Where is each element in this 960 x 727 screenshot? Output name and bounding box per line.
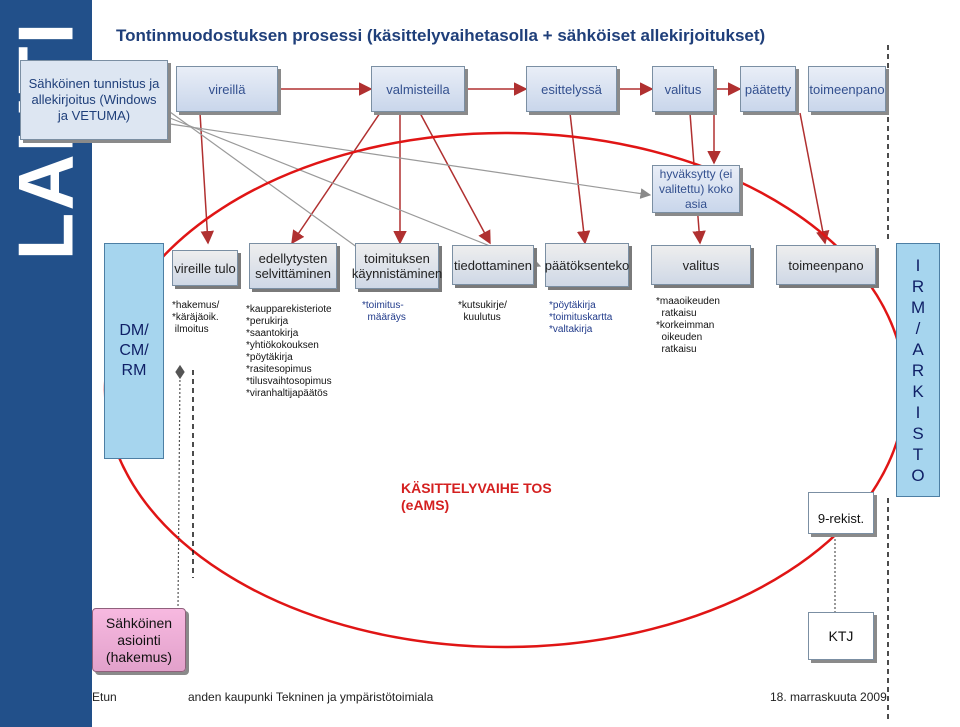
top-stage-valmisteilla: valmisteilla bbox=[371, 66, 465, 112]
asiointi-link bbox=[175, 364, 185, 609]
phase-label: KÄSITTELYVAIHE TOS (eAMS) bbox=[401, 480, 552, 513]
top-chain-arrows bbox=[278, 82, 742, 165]
page-title: Tontinmuodostuksen prosessi (käsittelyva… bbox=[116, 26, 766, 45]
dashed-lines bbox=[192, 45, 889, 720]
signature-note: Sähköinen tunnistus ja allekirjoitus (Wi… bbox=[20, 60, 168, 140]
stage-paatoksenteko: päätöksenteko bbox=[545, 243, 629, 287]
rekist-box: 9-rekist. bbox=[808, 492, 874, 534]
stage-valitus: valitus bbox=[651, 245, 751, 285]
processing-phase-ellipse bbox=[103, 131, 907, 649]
footer-left: Etun bbox=[92, 690, 117, 704]
stage-toimeenpano: toimeenpano bbox=[776, 245, 876, 285]
signature-note-text: Sähköinen tunnistus ja allekirjoitus (Wi… bbox=[28, 76, 160, 123]
top-stage-valitus: valitus bbox=[652, 66, 714, 112]
stage-toimituksen-kaynnistaminen: toimituksen käynnistäminen bbox=[352, 243, 442, 289]
top-stage-vireilla: vireillä bbox=[176, 66, 278, 112]
top-stage-esittelyssa: esittelyssä bbox=[526, 66, 617, 112]
asiointi-box: Sähköinen asiointi (hakemus) bbox=[92, 608, 186, 672]
stage-tiedottaminen: tiedottaminen bbox=[452, 245, 534, 285]
top-stage-paatetty: päätetty bbox=[740, 66, 796, 112]
stage-edellytysten-selvittaminen: edellytysten selvittäminen bbox=[249, 243, 337, 289]
ktj-box: KTJ bbox=[808, 612, 874, 660]
items-paatoksenteko: *pöytäkirja *toimituskartta *valtakirja bbox=[549, 300, 613, 335]
items-tiedottaminen: *kutsukirje/ kuulutus bbox=[458, 300, 507, 323]
approved-box: hyväksytty (ei valitettu) koko asia bbox=[652, 165, 740, 213]
items-toimituksen: *toimitus- määräys bbox=[362, 300, 406, 323]
dm-cm-rm-box: DM/ CM/ RM bbox=[104, 243, 164, 459]
signature-lines bbox=[169, 111, 652, 268]
footer-right: 18. marraskuuta 2009 bbox=[770, 690, 887, 704]
top-stage-toimeenpano: toimeenpano bbox=[808, 66, 886, 112]
items-edellytysten: *kaupparekisteriote *perukirja *saantoki… bbox=[246, 304, 332, 399]
irm-arkisto-box: IRM / A R K I S T O bbox=[896, 243, 940, 497]
items-vireille-tulo: *hakemus/ *käräjäoik. ilmoitus bbox=[172, 300, 220, 335]
footer-center: anden kaupunki Tekninen ja ympäristötoim… bbox=[188, 690, 434, 704]
stage-vireille-tulo: vireille tulo bbox=[172, 250, 238, 286]
items-valitus: *maaoikeuden ratkaisu *korkeimman oikeud… bbox=[656, 296, 720, 355]
